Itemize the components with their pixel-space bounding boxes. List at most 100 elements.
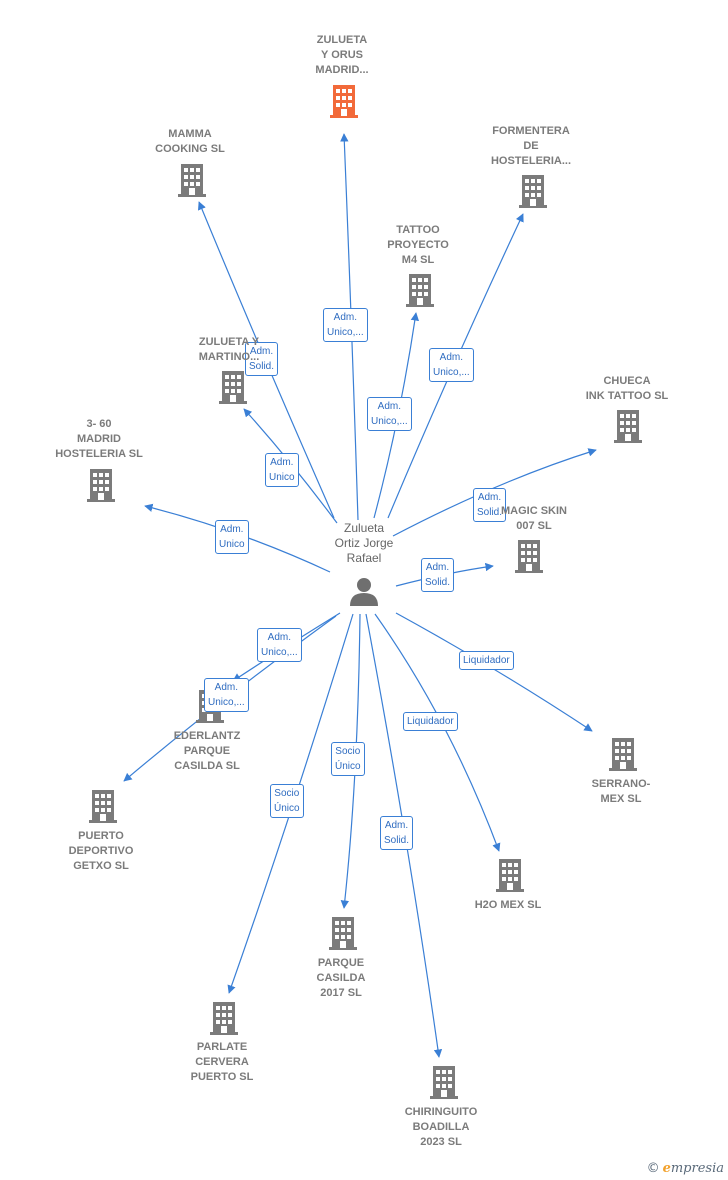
- company-label-line: SERRANO-: [591, 778, 651, 790]
- person-label-line: Rafael: [346, 551, 382, 565]
- company-label-line: M4 SL: [401, 254, 435, 266]
- edge-label-tattoo-proyecto: Adm. Unico,...: [367, 397, 412, 431]
- company-label-zulueta-martino[interactable]: ZULUETA Y MARTINO...: [169, 335, 289, 365]
- edge-label-h2o-mex: Liquidador: [403, 712, 458, 731]
- company-label-line: CASILDA: [316, 972, 366, 984]
- company-label-line: HOSTELERIA SL: [55, 448, 143, 460]
- building-icon[interactable]: [614, 410, 642, 443]
- edge-label-line: Unico,...: [371, 416, 408, 427]
- company-label-chueca-ink[interactable]: CHUECA INK TATTOO SL: [567, 374, 687, 404]
- building-icon[interactable]: [496, 859, 524, 892]
- company-label-line: MAGIC SKIN: [501, 505, 567, 517]
- building-icon[interactable]: [519, 175, 547, 208]
- edge-line-chueca-ink: [392, 448, 597, 537]
- edge-label-line: Solid.: [477, 507, 503, 518]
- building-icon[interactable]: [406, 274, 434, 307]
- company-label-line: FORMENTERA: [492, 125, 570, 137]
- edge-label-line: Único: [335, 761, 361, 772]
- company-label-line: CHUECA: [603, 375, 651, 387]
- company-label-line: EDERLANTZ: [173, 730, 241, 742]
- edge-label-3-60-madrid: Adm.Unico: [215, 520, 249, 554]
- building-icon[interactable]: [219, 371, 247, 404]
- company-label-line: ZULUETA: [316, 34, 368, 46]
- company-label-line: PARLATE: [196, 1041, 248, 1053]
- edge-label-magic-skin: Adm. Solid.: [421, 558, 455, 592]
- building-icon[interactable]: [515, 540, 543, 573]
- edge-label-zulueta-orus: Adm.Unico,...: [323, 308, 368, 342]
- company-label-h2o-mex[interactable]: H2O MEX SL: [448, 898, 568, 913]
- edge-label-line: Adm.: [425, 562, 450, 573]
- edge-label-mamma-cooking: Adm. Solid.: [245, 342, 279, 376]
- company-label-ederlantz[interactable]: EDERLANTZ PARQUE CASILDA SL: [147, 729, 267, 774]
- company-label-line: H2O MEX SL: [474, 899, 542, 911]
- company-label-line: PARQUE: [183, 745, 231, 757]
- edge-label-line: Adm.: [267, 632, 292, 643]
- edge-line-serrano-mex: [395, 612, 593, 732]
- building-icon[interactable]: [330, 85, 358, 118]
- company-label-line: HOSTELERIA...: [490, 155, 572, 167]
- company-label-tattoo-proyecto[interactable]: TATTOO PROYECTO M4 SL: [358, 223, 478, 268]
- company-label-serrano-mex[interactable]: SERRANO-MEX SL: [561, 777, 681, 807]
- building-icon[interactable]: [609, 738, 637, 771]
- person-label-line: Ortiz Jorge: [334, 536, 394, 550]
- edge-label-line: Solid.: [384, 835, 410, 846]
- edge-label-line: Liquidador: [463, 655, 510, 666]
- company-label-line: BOADILLA: [412, 1121, 470, 1133]
- company-label-formentera[interactable]: FORMENTERA DE HOSTELERIA...: [471, 124, 591, 169]
- edge-label-chiringuito: Adm. Solid.: [380, 816, 414, 850]
- building-icon[interactable]: [210, 1002, 238, 1035]
- company-label-line: 3- 60: [86, 418, 112, 430]
- company-label-line: TATTOO: [396, 224, 440, 236]
- company-label-line: 007 SL: [516, 520, 552, 532]
- edge-label-line: Único: [274, 803, 300, 814]
- building-icon[interactable]: [89, 790, 117, 823]
- edge-label-line: Unico,...: [208, 697, 245, 708]
- company-label-line: PUERTO SL: [190, 1071, 254, 1083]
- building-icon[interactable]: [430, 1066, 458, 1099]
- company-label-parlate-cervera[interactable]: PARLATE CERVERA PUERTO SL: [162, 1040, 282, 1085]
- edge-label-line: Liquidador: [407, 716, 454, 727]
- company-label-line: CERVERA: [195, 1056, 249, 1068]
- company-label-line: DEPORTIVO: [68, 845, 134, 857]
- company-label-magic-skin[interactable]: MAGIC SKIN 007 SL: [474, 504, 594, 534]
- company-label-line: PUERTO: [78, 830, 124, 842]
- edge-label-line: Adm.: [384, 820, 409, 831]
- person-icon[interactable]: [350, 578, 378, 606]
- edge-label-line: Adm.: [270, 457, 294, 468]
- brand-name: mpresia: [670, 1161, 724, 1176]
- company-label-line: MARTINO...: [198, 351, 260, 363]
- company-label-line: 2017 SL: [320, 987, 362, 999]
- edge-label-line: Solid.: [425, 577, 451, 588]
- edge-label-line: Solid.: [249, 361, 275, 372]
- building-icon[interactable]: [178, 164, 206, 197]
- building-icon[interactable]: [87, 469, 115, 502]
- edge-label-line: Adm.: [477, 492, 502, 503]
- edge-label-line: Adm.: [377, 401, 402, 412]
- company-label-line: MAMMA: [168, 128, 212, 140]
- company-label-line: ZULUETA Y: [198, 336, 260, 348]
- company-label-line: INK TATTOO SL: [585, 390, 669, 402]
- edge-label-line: Socio: [335, 746, 361, 757]
- edge-label-line: Adm.: [439, 352, 464, 363]
- empresia-watermark: ©empresia: [647, 1161, 724, 1176]
- company-label-line: CASILDA SL: [174, 760, 240, 772]
- edge-label-line: Unico: [269, 472, 295, 483]
- edge-label-line: Adm.: [249, 346, 274, 357]
- company-label-line: DE: [523, 140, 539, 152]
- edge-label-line: Socio: [274, 788, 300, 799]
- company-label-line: MADRID...: [315, 64, 369, 76]
- building-icon[interactable]: [329, 917, 357, 950]
- copyright-symbol: ©: [646, 1161, 660, 1176]
- edge-label-line: Unico,...: [261, 647, 298, 658]
- company-label-line: PROYECTO: [387, 239, 449, 251]
- edge-label-line: Unico: [219, 539, 245, 550]
